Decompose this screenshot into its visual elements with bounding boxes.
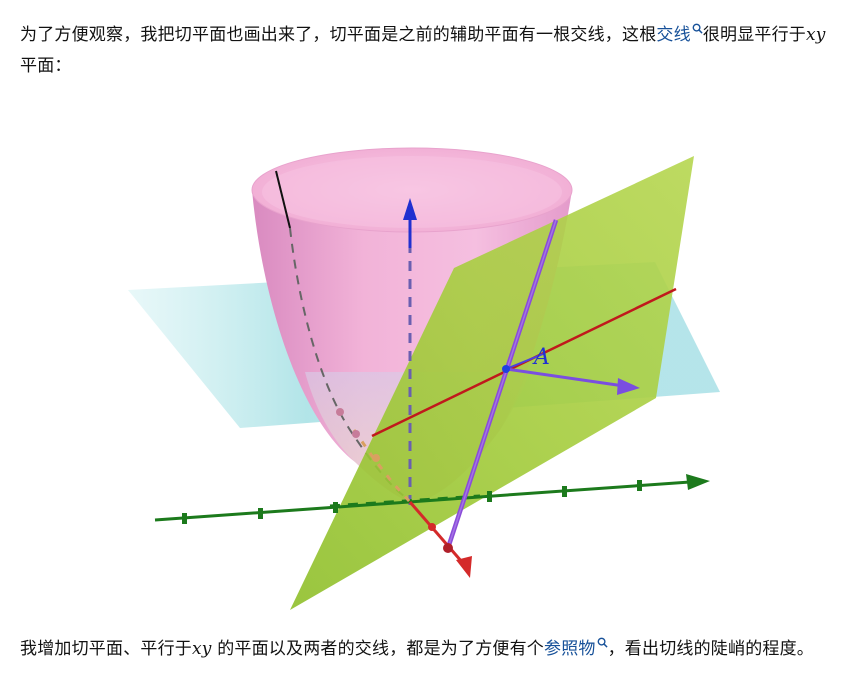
y-axis-arrowhead xyxy=(456,556,472,578)
point-marker-stroke xyxy=(505,353,544,370)
text-segment: 平面： xyxy=(20,56,72,76)
search-icon xyxy=(597,637,608,648)
link-text[interactable]: 交线 xyxy=(656,25,691,45)
point-a xyxy=(502,365,510,373)
text-segment: ，看出切线的陡峭的程度。 xyxy=(607,639,815,659)
direction-vector-arrowhead xyxy=(617,378,640,395)
search-icon xyxy=(692,23,703,34)
tangent-line-highlight xyxy=(447,219,557,549)
paraboloid-generator-line xyxy=(275,170,291,229)
y-axis-dashed xyxy=(352,429,412,504)
text-segment: 很明显平行于 xyxy=(702,25,807,45)
math-xy: xy xyxy=(192,639,212,659)
y-axis-ticks xyxy=(336,408,436,531)
link-text[interactable]: 参照物 xyxy=(544,639,596,659)
text-segment: 我增加切平面、平行于 xyxy=(20,639,192,659)
text-segment: 为了方便观察，我把切平面也画出来了，切平面是之前的辅助平面有一根交线，这根 xyxy=(20,25,657,45)
paraboloid-rim-inner xyxy=(262,156,562,228)
point-a-label: A xyxy=(532,345,550,370)
direction-vector xyxy=(505,367,625,388)
link-intersection-line[interactable]: 交线 xyxy=(656,23,703,45)
tangent-line-endpoint xyxy=(443,543,453,553)
x-axis-dashed xyxy=(329,494,481,508)
paragraph-explanation: 我增加切平面、平行于xy 的平面以及两者的交线，都是为了方便有个参照物 ，看出切线… xyxy=(20,634,828,665)
paragraph-intro: 为了方便观察，我把切平面也画出来了，切平面是之前的辅助平面有一根交线，这根交线很… xyxy=(20,20,828,82)
tangent-plane xyxy=(290,156,694,610)
math-xy: xy xyxy=(806,25,826,45)
z-axis-arrowhead xyxy=(403,198,417,220)
x-axis-ticks xyxy=(182,480,642,524)
text-segment: 的平面以及两者的交线，都是为了方便有个 xyxy=(211,639,544,659)
y-axis xyxy=(408,501,464,563)
x-axis-arrowhead xyxy=(686,474,710,490)
link-reference-object[interactable]: 参照物 xyxy=(544,637,608,659)
